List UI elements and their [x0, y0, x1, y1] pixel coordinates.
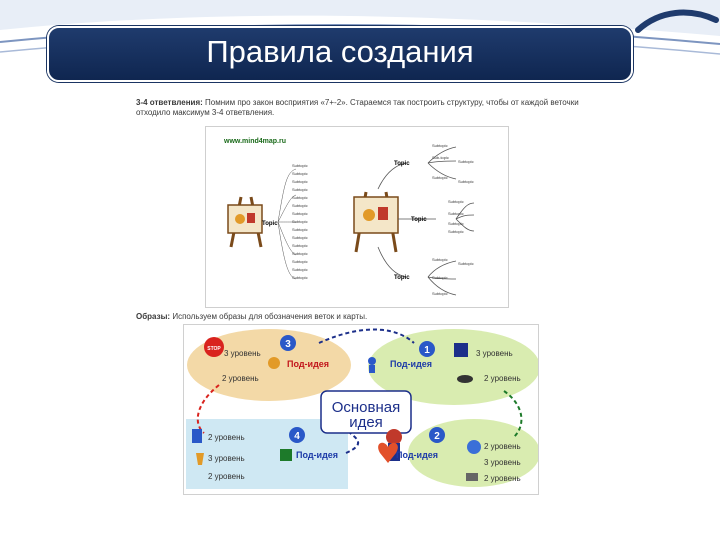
gear-icon	[268, 357, 280, 369]
topic-label-middle: Topic	[411, 217, 427, 223]
topic-label-bottom: Topic	[394, 275, 410, 281]
book-icon	[192, 429, 202, 443]
image-mindmap-panel: Основная идея 3 STOP 3 уровень Под-идея …	[183, 324, 540, 495]
keyboard-icon	[466, 473, 478, 481]
left-sub-4: Subtopic	[292, 187, 308, 192]
right-sub-7: Subtopic	[448, 211, 464, 216]
left-sub-9: Subtopic	[292, 227, 308, 232]
left-sub-3: Subtopic	[292, 179, 308, 184]
badge-3	[280, 335, 296, 351]
right-sub-6: Subtopic	[448, 199, 464, 204]
right-sub-3: Subtopic	[458, 159, 474, 164]
eye-icon	[457, 375, 473, 383]
q3-level3: 3 уровень	[224, 349, 261, 358]
left-sub-6: Subtopic	[292, 203, 308, 208]
globe-icon	[467, 440, 481, 454]
arrow-red-dashed	[196, 384, 220, 434]
q2-level3: 3 уровень	[484, 458, 521, 467]
q1-sub-idea: Под-идея	[390, 359, 432, 369]
stop-sign-text: STOP	[207, 346, 221, 352]
arrow-blue-dashed-bottom	[345, 432, 360, 454]
left-sub-2: Subtopic	[292, 171, 308, 176]
slide-title: Правила создания	[206, 34, 474, 69]
caption-images: Образы: Используем образы для обозначени…	[136, 312, 556, 322]
easel-icon-right	[353, 191, 399, 253]
caption-images-label: Образы:	[136, 312, 171, 321]
right-sub-9: Subtopic	[448, 229, 464, 234]
left-sub-14: Subtopic	[292, 267, 308, 272]
image-mindmap-svg: Основная идея 3 STOP 3 уровень Под-идея …	[186, 328, 540, 489]
mindmap-example-panel: www.mind4map.ru Topic Subtopic Subtopic …	[205, 126, 509, 308]
caption-images-text: Используем образы для обозначения веток …	[172, 312, 368, 321]
topic-label-left: Topic	[262, 221, 278, 227]
left-sub-8: Subtopic	[292, 219, 308, 224]
central-idea-line2: идея	[349, 414, 383, 431]
right-sub-8: Subtopic	[448, 221, 464, 226]
right-sub-5: Subtopic	[458, 179, 474, 184]
easel-icon-left	[227, 196, 263, 248]
badge-1	[419, 341, 435, 357]
bell-icon	[196, 453, 204, 465]
left-sub-12: Subtopic	[292, 251, 308, 256]
caption-branches: 3-4 ответвления: Помним про закон воспри…	[136, 98, 588, 118]
q4-level3: 3 уровень	[208, 454, 245, 463]
blob-blue	[186, 419, 348, 489]
pencils-icon	[280, 449, 292, 461]
q2-level2-a: 2 уровень	[484, 442, 521, 451]
right-sub-11: Subtopic	[458, 261, 474, 266]
left-sub-1: Subtopic	[292, 163, 308, 168]
arrow-blue-dashed-top	[318, 328, 415, 344]
q3-level2: 2 уровень	[222, 374, 259, 383]
badge-3-number: 3	[285, 339, 291, 350]
right-sub-4: Subtopic	[432, 175, 448, 180]
floppy-disk-icon	[454, 343, 468, 357]
blob-green-top	[368, 329, 540, 405]
left-sub-10: Subtopic	[292, 235, 308, 240]
title-bar: Правила создания	[47, 26, 633, 82]
q4-level2-b: 2 уровень	[208, 472, 245, 481]
right-sub-10: Subtopic	[432, 257, 448, 262]
caption-branches-text: Помним про закон восприятия «7+-2». Стар…	[136, 98, 579, 117]
badge-1-number: 1	[424, 345, 430, 356]
q4-sub-idea: Под-идея	[296, 450, 338, 460]
stop-sign-icon	[204, 337, 224, 357]
arrow-green-dashed	[503, 390, 523, 438]
left-sub-13: Subtopic	[292, 259, 308, 264]
q2-sub-idea: Под-идея	[396, 450, 438, 460]
mindmap-example-svg: www.mind4map.ru Topic Subtopic Subtopic …	[223, 138, 475, 296]
topic-label-top: Topic	[394, 161, 410, 167]
q1-level3: 3 уровень	[476, 349, 513, 358]
right-sub-13: Subtopic	[432, 291, 448, 296]
badge-2	[429, 427, 445, 443]
badge-4	[289, 427, 305, 443]
person-icon-top	[368, 357, 376, 373]
q2-level2-b: 2 уровень	[484, 474, 521, 483]
q1-level2: 2 уровень	[484, 374, 521, 383]
left-sub-5: Subtopic	[292, 195, 308, 200]
badge-2-number: 2	[434, 431, 440, 442]
q3-sub-idea: Под-идея	[287, 359, 329, 369]
left-sub-15: Subtopic	[292, 275, 308, 280]
left-branches	[277, 168, 297, 280]
central-idea-scroll	[320, 390, 412, 434]
right-sub-12: Subtopic	[432, 275, 448, 280]
caption-branches-label: 3-4 ответвления:	[136, 98, 203, 107]
left-sub-11: Subtopic	[292, 243, 308, 248]
right-branches	[377, 146, 475, 296]
right-sub-1: Subtopic	[432, 143, 448, 148]
example-url: www.mind4map.ru	[223, 138, 286, 145]
right-sub-2: Sub-topic	[432, 155, 449, 160]
q4-level2-a: 2 уровень	[208, 433, 245, 442]
badge-4-number: 4	[294, 431, 300, 442]
heart-icon	[378, 442, 398, 463]
left-sub-7: Subtopic	[292, 211, 308, 216]
central-idea-line1: Основная	[332, 399, 401, 416]
